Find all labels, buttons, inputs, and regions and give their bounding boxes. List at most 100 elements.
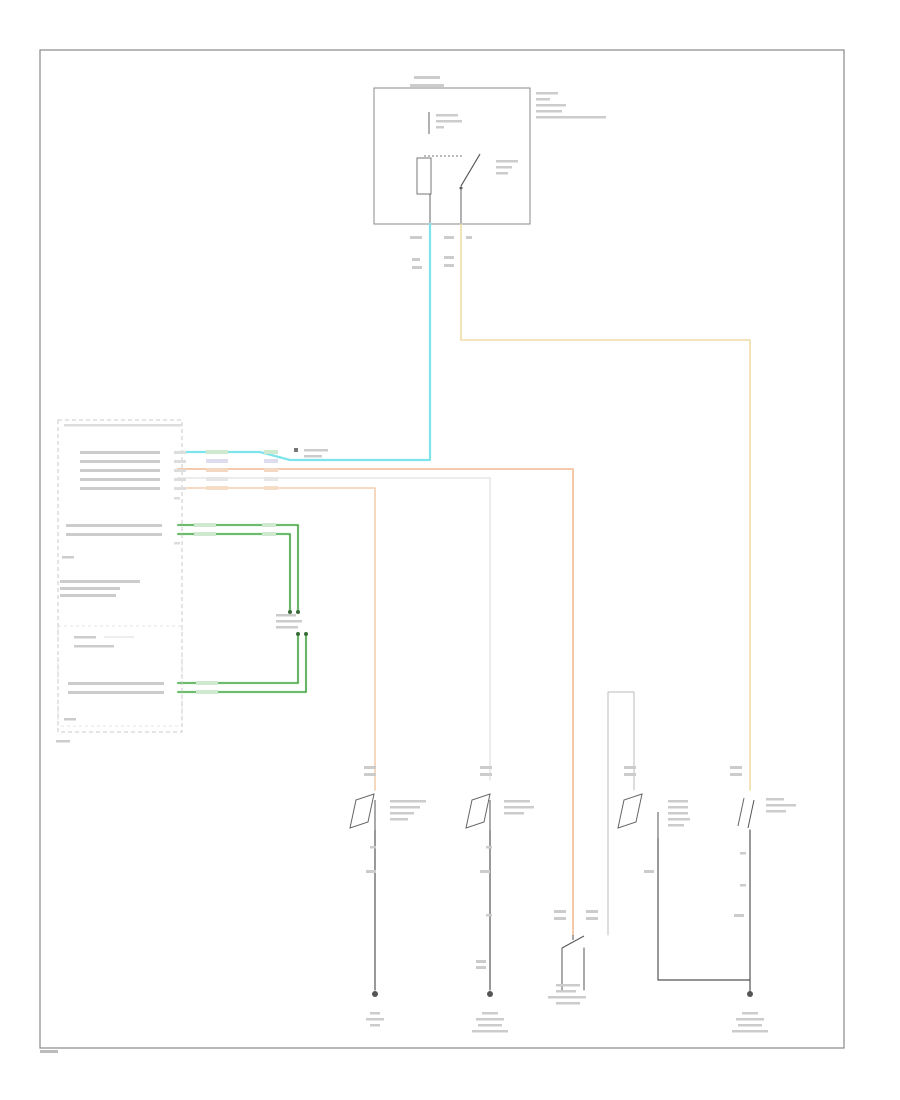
page-tag (40, 1050, 58, 1053)
center-switch-label (556, 990, 576, 993)
center-switch-label (548, 996, 586, 999)
switch-b-wire-tag (480, 870, 490, 873)
splice-pack-label (276, 620, 302, 623)
switch-d-pin-c (740, 884, 746, 887)
center-switch-blade (561, 935, 585, 949)
wire-code (262, 532, 276, 536)
top-pin-right-tag (444, 236, 454, 239)
module-row-pin (174, 542, 180, 545)
switch-c-label (668, 818, 690, 821)
switch-a (349, 766, 426, 873)
top-switch-assembly (373, 76, 606, 269)
wire-green-top-1-core (177, 524, 299, 611)
wire-green-top-2 (176, 532, 292, 612)
module-row-pin (174, 469, 186, 472)
switch-b-label (504, 800, 530, 803)
top-switch-2-label (496, 166, 512, 169)
switch-b-label (504, 806, 534, 809)
wire-code (264, 459, 278, 463)
module-small-label (62, 556, 74, 559)
splice-node (288, 610, 292, 614)
ground-3-label (742, 1012, 758, 1015)
switch-c-body (617, 793, 643, 829)
wire-code (264, 477, 278, 481)
switch-a-label (390, 806, 420, 809)
diagram-frame (39, 49, 845, 1049)
center-switch (548, 910, 598, 1005)
splice-label (304, 455, 322, 458)
splice-node (296, 610, 300, 614)
module-header-line (64, 424, 182, 427)
wire-code (206, 468, 228, 472)
center-switch-pin (554, 917, 566, 920)
ground-node-3 (747, 991, 753, 997)
center-switch-label (556, 984, 580, 987)
splice-label (304, 449, 328, 452)
top-fuse-label-bar (410, 84, 444, 87)
switch-a-wire-tag (366, 870, 376, 873)
switch-c-label (668, 812, 688, 815)
switch-a-body (349, 793, 375, 829)
center-switch-label (556, 1002, 580, 1005)
top-switch-1-label (436, 126, 444, 129)
module-row (80, 451, 160, 454)
top-switch-2-blade (460, 153, 481, 187)
top-pin-left-tag (410, 236, 422, 239)
switch-d-label (766, 798, 784, 801)
wire-green-bottom-1-core (177, 633, 299, 684)
switch-b (465, 766, 534, 969)
ground-2-label (482, 1012, 498, 1015)
module-row-2 (66, 533, 162, 536)
wire-code (262, 523, 276, 527)
sub-module-row (68, 691, 164, 694)
top-pin-right-tag (466, 236, 472, 239)
top-wire-left-tag (412, 258, 420, 261)
top-box-text-line (536, 104, 566, 107)
wire-code (206, 459, 228, 463)
wire-black-c (657, 837, 751, 993)
wire-white-switch (607, 691, 635, 936)
switch-c-pin (624, 766, 636, 769)
switch-a-label (390, 812, 414, 815)
switch-b-pin (480, 773, 492, 776)
ground-3-label (732, 1030, 768, 1033)
wire-code (206, 477, 228, 481)
switch-d-pin (730, 773, 742, 776)
module-label (60, 580, 140, 583)
module-row (80, 460, 160, 463)
wire-gray (177, 477, 491, 781)
center-switch-pin (554, 910, 566, 913)
splice-marker (294, 448, 298, 452)
sub-module-row (74, 645, 114, 648)
splice-node (296, 632, 300, 636)
top-wire-right-tag (444, 264, 454, 267)
sub-module-border (57, 625, 183, 727)
module-row (80, 478, 160, 481)
switch-b-wire-tag (476, 960, 486, 963)
module-row-pin (174, 478, 186, 481)
switch-c-pin (624, 773, 636, 776)
top-box-text-line (536, 92, 558, 95)
top-switch-1-label (436, 120, 462, 123)
ground-1-label (370, 1024, 380, 1027)
module-label (60, 594, 116, 597)
switch-b-pin (480, 766, 492, 769)
switch-d-pin (730, 766, 742, 769)
switch-b-label (504, 812, 524, 815)
switch-a-label (390, 818, 408, 821)
ground-3-label (736, 1018, 764, 1021)
switch-a-pin (364, 773, 376, 776)
top-switch-2-label (496, 160, 518, 163)
switch-d-label (766, 810, 786, 813)
splice-pack-label (276, 626, 298, 629)
switch-a-pin-b (370, 846, 376, 849)
switch-b-pin-c (486, 914, 492, 917)
wire-code (264, 450, 278, 454)
module-bottom-label (56, 740, 70, 743)
top-switch-1-label (436, 114, 458, 117)
center-switch-pin (586, 917, 598, 920)
switch-d-label (766, 804, 796, 807)
wire-tan-right (460, 223, 751, 791)
wire-green-bottom-2-core (177, 633, 307, 693)
module-bottom-label (64, 718, 76, 721)
